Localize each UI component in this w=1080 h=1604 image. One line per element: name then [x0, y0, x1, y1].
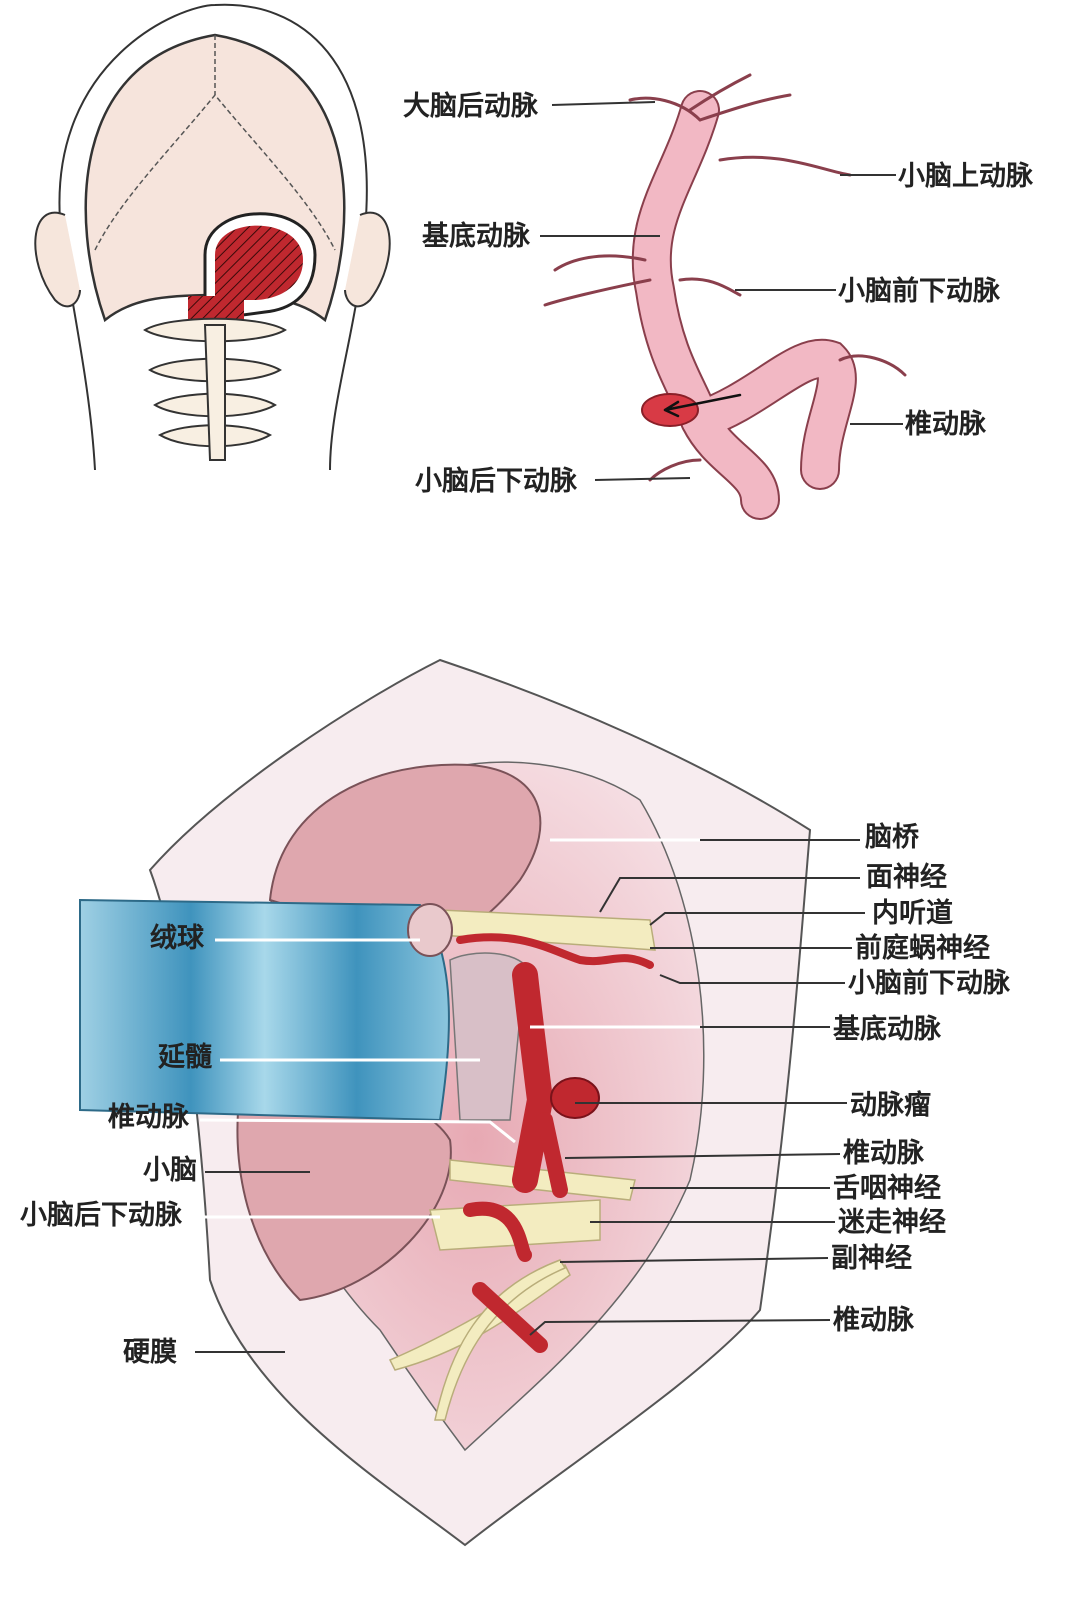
label-posterior-cerebral-artery: 大脑后动脉 [403, 91, 539, 121]
label-internal-auditory-canal: 内听道 [872, 897, 953, 928]
basilar-artery-bottom [512, 962, 554, 1193]
craniotomy-area [215, 225, 303, 300]
cervical-spine [143, 317, 287, 461]
label-accessory-nerve: 副神经 [831, 1242, 912, 1273]
label-flocculus: 绒球 [150, 923, 205, 953]
label-superior-cerebellar-artery: 小脑上动脉 [898, 161, 1034, 191]
medulla [449, 952, 526, 1121]
label-facial-nerve: 面神经 [866, 861, 947, 892]
label-vestibulocochlear-nerve: 前庭蜗神经 [855, 932, 990, 963]
flocculus [407, 903, 453, 957]
label-aica: 小脑前下动脉 [838, 275, 1001, 306]
label-basilar-artery: 基底动脉 [422, 220, 531, 251]
right-ear [344, 211, 391, 308]
surgical-field-view [79, 658, 812, 1547]
retractor [79, 898, 450, 1122]
arteries [456, 933, 654, 1353]
label-medulla: 延髓 [157, 1042, 213, 1072]
nerves [388, 909, 656, 1421]
label-aica-bottom: 小脑前下动脉 [848, 967, 1011, 998]
head-posterior-view [34, 3, 391, 471]
label-vertebral-artery-right: 椎动脉 [843, 1138, 925, 1168]
label-pons: 脑桥 [865, 822, 919, 852]
label-basilar-artery-bottom: 基底动脉 [833, 1013, 942, 1044]
bottom-left-labels: 绒球 延髓 椎动脉 小脑 小脑后下动脉 硬膜 [20, 923, 516, 1367]
vertebral-artery-shape [682, 340, 855, 488]
label-aneurysm: 动脉瘤 [850, 1089, 931, 1120]
label-vagus-nerve: 迷走神经 [838, 1206, 946, 1237]
label-vertebral-artery-left: 椎动脉 [108, 1102, 190, 1132]
label-cerebellum: 小脑 [143, 1155, 197, 1185]
left-ear [34, 211, 81, 308]
label-glossopharyngeal-nerve: 舌咽神经 [833, 1172, 941, 1203]
label-pica: 小脑后下动脉 [415, 466, 578, 496]
label-vertebral-artery: 椎动脉 [905, 409, 987, 439]
top-right-labels: 大脑后动脉 小脑上动脉 基底动脉 小脑前下动脉 椎动脉 小脑后下动脉 [403, 91, 1034, 496]
label-pica-bottom: 小脑后下动脉 [20, 1200, 183, 1230]
bottom-right-labels: 脑桥 面神经 内听道 前庭蜗神经 小脑前下动脉 基底动脉 动脉瘤 椎动脉 舌咽神… [529, 822, 1011, 1336]
vertebrobasilar-artery-diagram [543, 73, 907, 520]
arrow-icon [663, 393, 742, 418]
label-vertebral-artery-lower: 椎动脉 [833, 1305, 915, 1335]
basilar-artery-shape [633, 92, 778, 518]
aneurysm [550, 1077, 600, 1119]
label-dura: 硬膜 [123, 1337, 177, 1367]
